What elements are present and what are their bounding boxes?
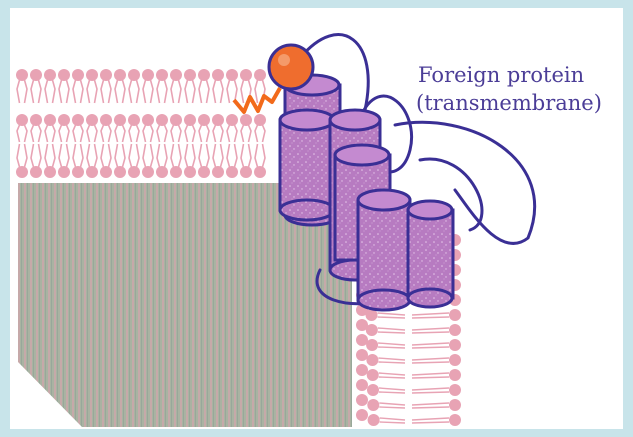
lipid-molecule xyxy=(254,114,266,142)
side-lipid xyxy=(368,414,461,426)
lipid-molecule xyxy=(72,144,84,178)
lipid-molecule xyxy=(226,144,238,178)
lipid-molecule xyxy=(30,69,42,103)
lipid-molecule xyxy=(184,69,196,103)
lipid-molecule xyxy=(184,144,196,178)
lipid-molecule xyxy=(44,69,56,103)
lipid-molecule xyxy=(16,144,28,178)
lipid-molecule xyxy=(16,114,28,142)
lipid-molecule xyxy=(198,114,210,142)
lipid-molecule xyxy=(100,144,112,178)
lipid-molecule xyxy=(254,144,266,178)
lipid-molecule xyxy=(58,144,70,178)
lipid-molecule xyxy=(58,69,70,103)
edge-lipid-head xyxy=(356,409,368,421)
lipid-molecule xyxy=(226,114,238,142)
lipid-molecule xyxy=(128,69,140,103)
lipid-molecule xyxy=(72,114,84,142)
edge-lipid-head xyxy=(356,319,368,331)
lipid-molecule xyxy=(212,69,224,103)
edge-lipid-head xyxy=(356,364,368,376)
lipid-molecule xyxy=(114,114,126,142)
protein-label-line2: (transmembrane) xyxy=(416,90,602,116)
edge-lipid-head xyxy=(356,349,368,361)
lipid-molecule xyxy=(142,69,154,103)
lipid-molecule xyxy=(240,114,252,142)
lipid-molecule xyxy=(30,144,42,178)
ball-highlight xyxy=(278,54,290,66)
lipid-molecule xyxy=(100,69,112,103)
lipid-molecule xyxy=(16,69,28,103)
lipid-molecule xyxy=(198,144,210,178)
edge-lipid-head xyxy=(356,394,368,406)
head-group-ball xyxy=(269,45,313,89)
lipid-molecule xyxy=(156,69,168,103)
lipid-molecule xyxy=(128,114,140,142)
side-lipid xyxy=(367,384,461,396)
side-lipid xyxy=(366,339,461,351)
lipid-molecule xyxy=(142,114,154,142)
lipid-molecule xyxy=(128,144,140,178)
lipid-molecule xyxy=(156,144,168,178)
lipid-molecule xyxy=(170,114,182,142)
lipid-molecule xyxy=(114,69,126,103)
upper-leaflet-bottom-row xyxy=(16,114,266,178)
lipid-molecule xyxy=(86,144,98,178)
side-lipid xyxy=(367,369,461,381)
lipid-molecule xyxy=(226,69,238,103)
edge-lipid-head xyxy=(356,379,368,391)
lipid-molecule xyxy=(86,69,98,103)
lipid-molecule xyxy=(170,69,182,103)
lipid-molecule xyxy=(198,69,210,103)
lipid-molecule xyxy=(114,144,126,178)
side-lipid xyxy=(367,399,461,411)
lipid-molecule xyxy=(142,144,154,178)
upper-leaflet-top-row xyxy=(16,69,266,103)
side-lipid xyxy=(366,324,461,336)
lipid-molecule xyxy=(44,114,56,142)
lipid-molecule xyxy=(30,114,42,142)
edge-lipid-head xyxy=(356,334,368,346)
lipid-molecule xyxy=(212,144,224,178)
protein-label-line1: Foreign protein xyxy=(418,62,584,88)
lipid-molecule xyxy=(212,114,224,142)
lipid-molecule xyxy=(240,144,252,178)
side-lipid xyxy=(366,354,461,366)
lipid-molecule xyxy=(170,144,182,178)
lipid-molecule xyxy=(100,114,112,142)
lipid-molecule xyxy=(86,114,98,142)
lipid-molecule xyxy=(44,144,56,178)
lipid-molecule xyxy=(184,114,196,142)
lipid-molecule xyxy=(58,114,70,142)
lipid-molecule xyxy=(72,69,84,103)
lipid-molecule xyxy=(156,114,168,142)
